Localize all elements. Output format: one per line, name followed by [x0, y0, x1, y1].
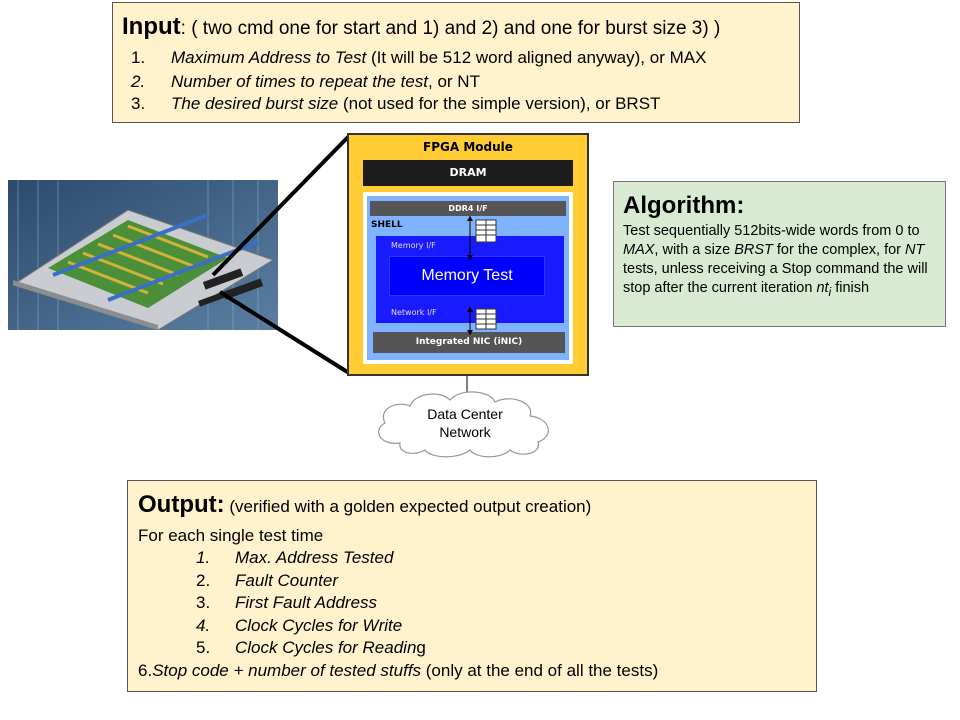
output-final-italic: Stop code + number of tested stuffs: [152, 661, 422, 680]
cloud-label: Data Center Network: [380, 405, 550, 441]
input-subtitle: : ( two cmd one for start and 1) and 2) …: [180, 18, 721, 39]
output-item-text: Clock Cycles for Write: [235, 616, 403, 635]
memory-test-block: Memory Test: [389, 256, 545, 296]
cloud-label-line-1: Data Center: [427, 406, 503, 422]
fpga-module: FPGA Module DRAM DDR4 I/F SHELL Memory I…: [347, 133, 589, 376]
input-item-italic: The desired burst size: [171, 94, 339, 113]
cloud-label-line-2: Network: [439, 424, 491, 440]
shell-label: SHELL: [371, 220, 403, 230]
output-item-number: 2.: [196, 571, 211, 590]
ddr4-interface: DDR4 I/F: [370, 201, 566, 216]
output-item-text: Max. Address Tested: [235, 548, 394, 567]
algo-text-part: finish: [831, 280, 870, 296]
algo-text-part: for the complex, for: [772, 242, 906, 258]
input-item-number: 2.: [131, 72, 146, 91]
input-item-rest: (not used for the simple version), or BR…: [338, 94, 661, 113]
output-subtitle: (verified with a golden expected output …: [224, 497, 592, 516]
input-item-number: 3.: [131, 94, 146, 113]
output-item-number: 5.: [196, 638, 211, 657]
output-item-text: Fault Counter: [235, 571, 338, 590]
memory-if-label: Memory I/F: [391, 241, 436, 250]
output-item-suffix: g: [416, 638, 426, 657]
input-item-rest: (It will be 512 word aligned anyway), or…: [366, 48, 707, 67]
output-item-text: Clock Cycles for Reading: [235, 638, 426, 658]
input-item-italic: Number of times to repeat the test: [171, 72, 429, 91]
algo-text-subscript: i: [828, 284, 832, 299]
output-heading: Output: (verified with a golden expected…: [138, 491, 591, 519]
output-title: Output:: [138, 491, 225, 518]
algo-text-nt: NT: [905, 242, 925, 258]
algorithm-text: Test sequentially 512bits-wide words fro…: [623, 222, 941, 302]
output-box: Output: (verified with a golden expected…: [127, 480, 817, 692]
shell-frame: DDR4 I/F SHELL Memory I/F Network I/F Me…: [363, 192, 573, 364]
output-item-number: 4.: [196, 616, 211, 635]
output-item-number: 3.: [196, 593, 211, 612]
input-item-rest: , or NT: [428, 72, 480, 91]
algo-text-nt-i: nt: [816, 280, 829, 296]
inic-block: Integrated NIC (iNIC): [373, 332, 565, 353]
algorithm-title: Algorithm:: [623, 192, 745, 219]
shell-block: DDR4 I/F SHELL Memory I/F Network I/F Me…: [367, 196, 569, 360]
output-intro-line: For each single test time: [138, 526, 324, 545]
algo-text-max: MAX: [623, 242, 655, 258]
input-item-number: 1.: [131, 48, 146, 67]
output-item-text: First Fault Address: [235, 593, 378, 612]
input-item-text: Number of times to repeat the test, or N…: [171, 72, 480, 92]
input-item-italic: Maximum Address to Test: [171, 48, 367, 67]
algo-text-brst: BRST: [734, 242, 773, 258]
server-rack-image: [8, 180, 278, 330]
input-heading: Input: ( two cmd one for start and 1) an…: [122, 13, 720, 41]
dram-block: DRAM: [363, 160, 573, 186]
input-box: Input: ( two cmd one for start and 1) an…: [112, 2, 800, 123]
input-title: Input: [122, 13, 181, 40]
cloud-icon: [378, 391, 549, 458]
output-item-number: 1.: [196, 548, 211, 567]
output-final-number: 6.: [138, 661, 153, 680]
fpga-title: FPGA Module: [423, 140, 513, 154]
algo-text-part: , with a size: [654, 242, 735, 258]
memory-fifo-icon: [467, 216, 497, 260]
input-item-text: Maximum Address to Test (It will be 512 …: [171, 48, 706, 68]
input-item-text: The desired burst size (not used for the…: [171, 94, 660, 114]
output-final-rest: (only at the end of all the tests): [421, 661, 659, 680]
output-item-italic: Clock Cycles for Readin: [235, 638, 417, 657]
algo-text-part: tests, unless receiving a Stop command t…: [623, 261, 928, 296]
algo-text-part: Test sequentially 512bits-wide words fro…: [623, 223, 920, 239]
network-fifo-icon: [467, 307, 497, 335]
network-if-label: Network I/F: [391, 308, 437, 317]
algorithm-box: Algorithm: Test sequentially 512bits-wid…: [613, 181, 946, 327]
output-final-line: 6.Stop code + number of tested stuffs (o…: [138, 661, 658, 681]
